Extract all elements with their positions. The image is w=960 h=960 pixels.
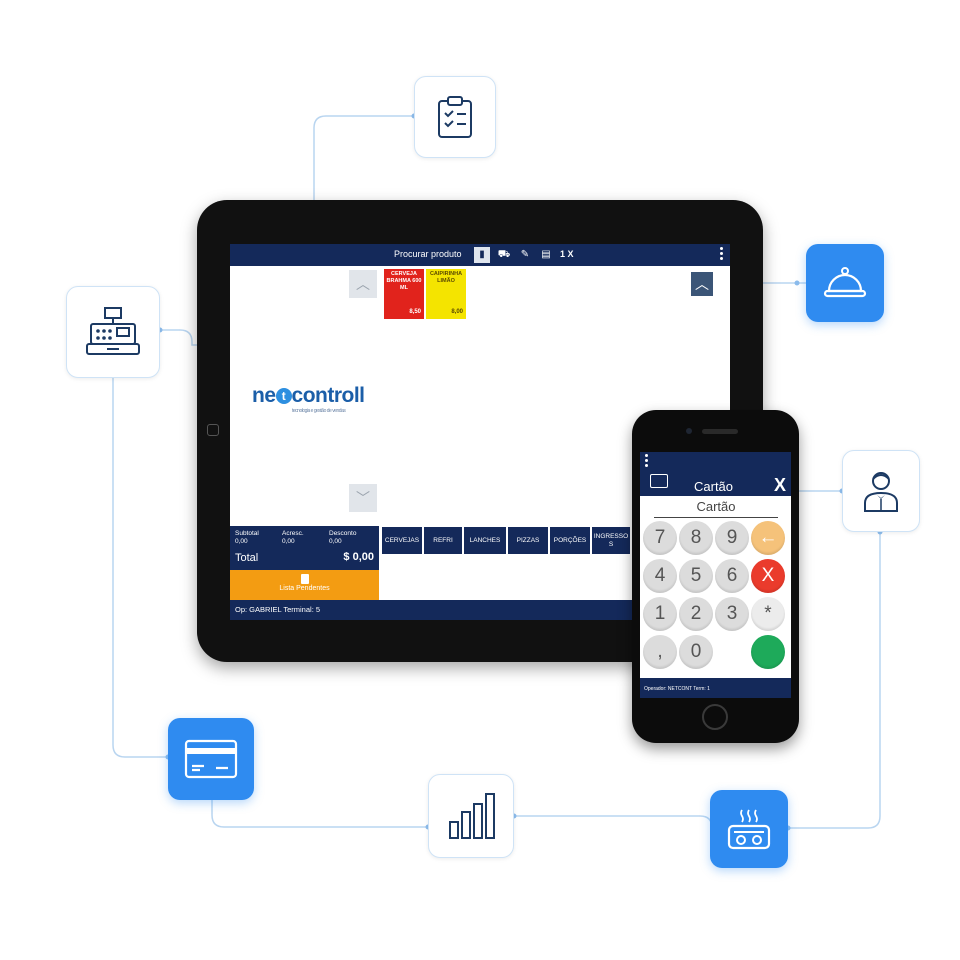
product-tile-caipirinha[interactable]: CAIPIRINHA LIMÃO 8,00 (426, 269, 466, 319)
phone-status-bar: Operador: NETCONT Term: 1 (640, 678, 791, 698)
keypad-key[interactable]: ← (751, 521, 785, 555)
product-name: CERVEJA BRAHMA 600 ML (386, 271, 422, 291)
feature-card-kitchen[interactable] (710, 790, 788, 868)
keypad-key[interactable]: 7 (643, 521, 677, 555)
keypad-key[interactable] (751, 635, 785, 669)
tablet-home-button[interactable] (207, 424, 219, 436)
scroll-down-button[interactable]: ﹀ (349, 484, 377, 512)
product-price: 8,50 (409, 308, 421, 315)
keypad-key[interactable]: 5 (679, 559, 713, 593)
acresc-value: 0,00 (282, 538, 295, 545)
totals-panel: Subtotal 0,00 Acresc. 0,00 Desconto 0,00… (230, 526, 379, 570)
operator-status: Op: GABRIEL Terminal: 5 (235, 605, 321, 614)
feature-card-delivery[interactable] (806, 244, 884, 322)
desconto-value: 0,00 (329, 538, 342, 545)
category-tab[interactable]: PIZZAS (508, 527, 548, 554)
phone-home-button[interactable] (702, 704, 728, 730)
bar-chart-icon (449, 793, 495, 839)
status-bar: Op: GABRIEL Terminal: 5 (230, 600, 730, 620)
search-product-label[interactable]: Procurar produto (394, 249, 462, 259)
clipboard-checklist-icon (438, 96, 472, 138)
table-service-icon[interactable]: ⛟ (497, 249, 511, 260)
feature-card-payment[interactable] (168, 718, 254, 800)
pending-list-button[interactable]: Lista Pendentes (230, 570, 379, 600)
subtotal-value: 0,00 (235, 538, 248, 545)
operator-status: Operador: NETCONT Term: 1 (644, 686, 710, 692)
food-cloche-icon (823, 267, 867, 298)
keypad-key[interactable]: 2 (679, 597, 713, 631)
keypad-key[interactable]: , (643, 635, 677, 669)
keypad-key[interactable]: * (751, 597, 785, 631)
phone-camera (686, 428, 692, 434)
phone-header: Cartão X (640, 452, 791, 496)
category-tab[interactable]: CERVEJAS (382, 527, 422, 554)
card-icon (650, 474, 668, 488)
keypad-key[interactable]: 8 (679, 521, 713, 555)
keypad-key[interactable]: 0 (679, 635, 713, 669)
total-label: Total (235, 552, 259, 564)
close-button[interactable]: X (774, 475, 787, 495)
category-tab[interactable]: INGRESSO S (592, 527, 630, 554)
keypad-key[interactable]: 3 (715, 597, 749, 631)
quantity-multiplier[interactable]: 1 X (560, 249, 574, 259)
category-tab[interactable]: REFRI (424, 527, 462, 554)
order-icon[interactable]: ▮ (474, 247, 490, 263)
screen-title: Cartão (694, 479, 734, 494)
card-amount-field[interactable]: Cartão (654, 499, 778, 518)
feature-card-checklist[interactable] (414, 76, 496, 158)
kebab-menu-icon[interactable] (720, 247, 724, 262)
keypad-key[interactable]: 6 (715, 559, 749, 593)
document-icon (300, 574, 309, 584)
scroll-up-right-button[interactable]: ︿ (691, 272, 713, 296)
product-tile-cerveja[interactable]: CERVEJA BRAHMA 600 ML 8,50 (384, 269, 424, 319)
card-payment-icon[interactable]: ▤ (541, 249, 551, 260)
scroll-up-left-button[interactable]: ︿ (349, 270, 377, 298)
feature-card-waiter[interactable] (842, 450, 920, 532)
feature-card-cash-register[interactable] (66, 286, 160, 378)
product-price: 8,00 (451, 308, 463, 315)
phone-speaker (702, 429, 738, 434)
cash-register-icon (86, 307, 140, 355)
kebab-menu-icon[interactable] (645, 454, 648, 467)
keypad-key[interactable]: 9 (715, 521, 749, 555)
keypad-key[interactable]: 4 (643, 559, 677, 593)
category-tab[interactable]: PORÇÕES (550, 527, 590, 554)
keypad-key[interactable]: X (751, 559, 785, 593)
pos-top-bar: Procurar produto ▮ ⛟ ✎ ▤ 1 X (230, 244, 730, 266)
feature-card-reports[interactable] (428, 774, 514, 858)
kitchen-printer-icon (727, 809, 771, 850)
total-value: $ 0,00 (343, 551, 374, 563)
waiter-service-icon[interactable]: ✎ (520, 249, 530, 260)
product-name: CAIPIRINHA LIMÃO (429, 271, 463, 284)
keypad-key[interactable]: 1 (643, 597, 677, 631)
category-tab[interactable]: LANCHES (464, 527, 506, 554)
waiter-icon (864, 472, 898, 512)
credit-card-icon (184, 739, 238, 779)
